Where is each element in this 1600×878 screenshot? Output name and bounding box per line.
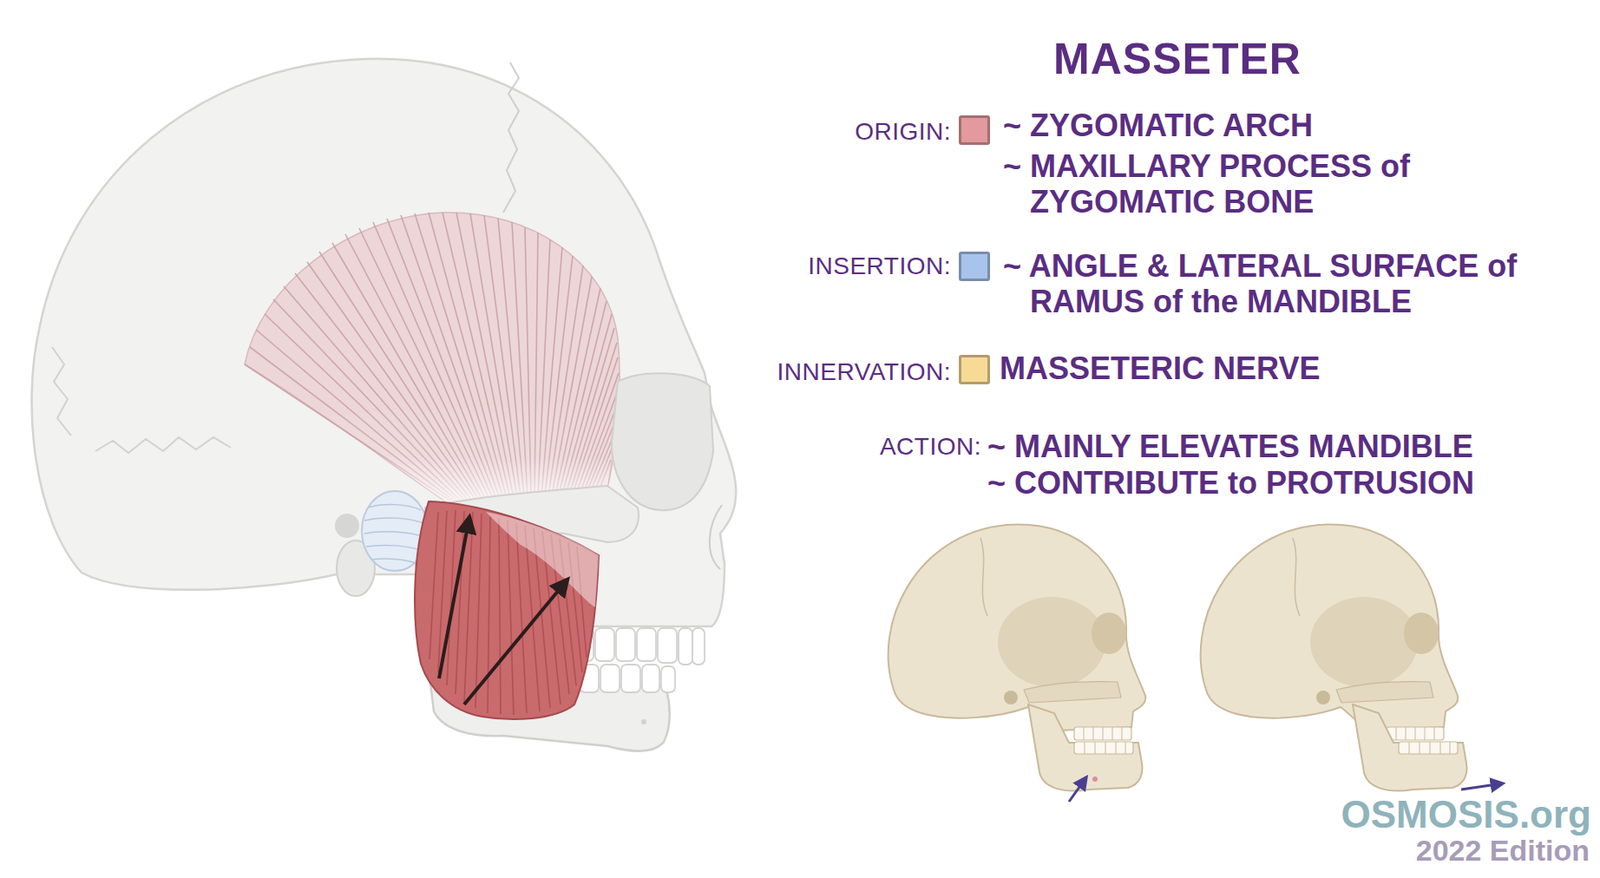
watermark-holder: OSMOSIS.org [1341, 794, 1592, 835]
action-text: ~ CONTRIBUTE to PROTRUSION [987, 465, 1587, 501]
legend-label-holder: ORIGIN: [854, 118, 951, 146]
elevation-skull [888, 524, 1147, 802]
nasal-aperture [709, 504, 722, 570]
lambdoid-suture [52, 347, 72, 436]
watermark: OSMOSIS.org [1341, 794, 1592, 835]
protrusion-arrow [1461, 783, 1503, 790]
action-arrow [464, 579, 568, 705]
legend-swatch [958, 354, 991, 385]
legend-label-holder: INNERVATION: [777, 358, 951, 387]
diagram-title: MASSETER [960, 34, 1395, 86]
field-label: ACTION: [879, 432, 982, 461]
ear-canal [334, 513, 360, 538]
legend-label: ORIGIN: [854, 118, 951, 146]
small-mandible [1352, 704, 1467, 792]
origin-text: ~ MAXILLARY PROCESS of ZYGOMATIC BONE [1003, 148, 1489, 220]
field-label-holder: ACTION: [879, 432, 982, 461]
innervation-text-holder: MASSETERIC NERVE [999, 350, 1538, 387]
lower-teeth [579, 664, 676, 693]
elevation-arrow [1068, 777, 1087, 802]
small-cranium [1200, 524, 1459, 741]
legend-label: INSERTION: [807, 252, 951, 281]
temporalis-muscle [244, 212, 620, 505]
innervation-text: MASSETERIC NERVE [999, 350, 1538, 387]
chin-dot [1092, 776, 1098, 782]
diagram-title-holder: MASSETER [960, 34, 1395, 86]
orbit [611, 373, 714, 511]
legend-swatch [958, 115, 991, 145]
cranium [32, 59, 737, 627]
masseter-muscle [414, 501, 599, 720]
origin-text-holder: ~ MAXILLARY PROCESS of ZYGOMATIC BONE [1003, 148, 1489, 220]
protrusion-skull [1200, 524, 1503, 791]
action-arrow [439, 517, 470, 679]
watermark: 2022 Edition [1416, 834, 1590, 867]
upper-teeth [574, 628, 705, 665]
watermark-holder: 2022 Edition [1416, 834, 1590, 867]
insertion-text-holder: ~ ANGLE & LATERAL SURFACE of RAMUS of th… [1003, 248, 1568, 320]
squamosal-suture [95, 437, 231, 453]
legend-swatch [958, 251, 991, 282]
action-text: ~ MAINLY ELEVATES MANDIBLE [987, 428, 1587, 465]
action-text-holder: ~ MAINLY ELEVATES MANDIBLE [987, 428, 1587, 465]
legend-label: INNERVATION: [777, 358, 951, 387]
insertion-text: ~ ANGLE & LATERAL SURFACE of RAMUS of th… [1003, 248, 1568, 320]
origin-text-holder: ~ ZYGOMATIC ARCH [1003, 107, 1559, 144]
skull-lateral-view [32, 59, 737, 752]
origin-text: ~ ZYGOMATIC ARCH [1003, 107, 1559, 144]
small-cranium [888, 524, 1147, 741]
action-text-holder: ~ CONTRIBUTE to PROTRUSION [987, 465, 1587, 501]
masseter-tendon [485, 511, 599, 608]
legend-label-holder: INSERTION: [807, 252, 951, 281]
mental-foramen [641, 719, 647, 725]
coronal-suture [503, 62, 519, 213]
